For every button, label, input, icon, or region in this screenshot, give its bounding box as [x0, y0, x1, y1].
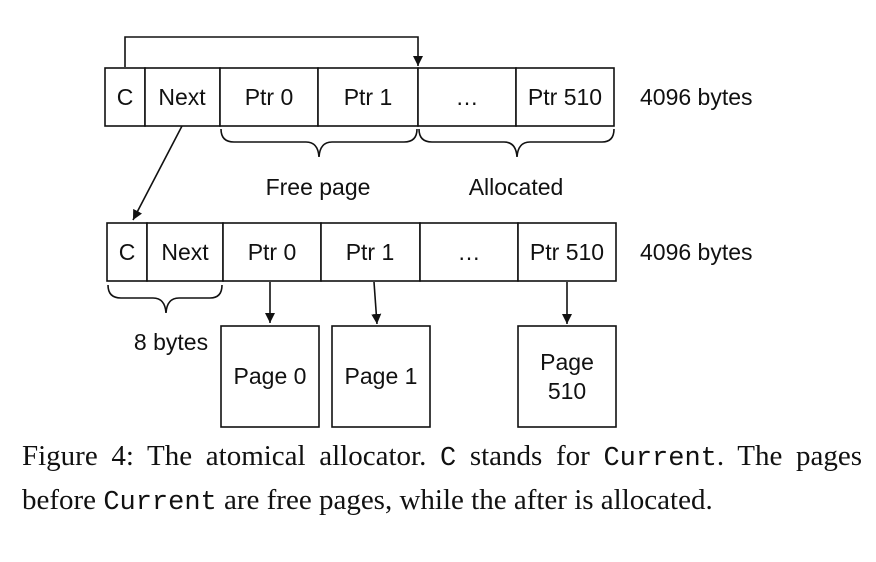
cell-label: Ptr 1	[344, 84, 393, 110]
page-row-1: C Next Ptr 0 Ptr 1 … Ptr 510 4096 bytes	[104, 67, 753, 127]
cell-label: Ptr 0	[245, 84, 294, 110]
cell-current	[104, 67, 146, 127]
cell-ptr-0	[222, 222, 322, 282]
caption-text: stands for	[456, 440, 604, 472]
caption-text: are free pages, while the after is alloc…	[216, 484, 713, 516]
allocator-diagram: C Next Ptr 0 Ptr 1 … Ptr 510 4096 bytes …	[104, 36, 753, 428]
cell-ptr-510	[515, 67, 615, 127]
free-page-brace	[220, 128, 418, 158]
page-size-label: 4096 bytes	[640, 84, 753, 110]
figure-caption: Figure 4: The atomical allocator. C stan…	[22, 436, 862, 524]
caption-text: Figure 4: The atomical allocator.	[22, 440, 440, 472]
caption-code-current: Current	[603, 444, 717, 474]
page-510-label-line-2: 510	[548, 378, 586, 404]
caption-text: . The pages before	[22, 440, 862, 516]
cell-ptr-510	[517, 222, 617, 282]
cell-label: …	[456, 84, 479, 110]
page-0-box	[220, 325, 320, 428]
allocated-brace	[418, 128, 615, 158]
page-510-label-line-1: Page	[540, 349, 594, 375]
current-pointer-arrow	[124, 36, 423, 67]
caption-code-current: Current	[103, 488, 217, 518]
page-1-label: Page 1	[345, 363, 418, 389]
allocated-label: Allocated	[469, 174, 564, 200]
cell-ellipsis	[417, 67, 517, 127]
page-row-2: C Next Ptr 0 Ptr 1 … Ptr 510 4096 bytes	[106, 222, 753, 282]
page-510-box	[517, 325, 617, 428]
page-1-box	[331, 325, 431, 428]
cell-label: Ptr 510	[530, 239, 604, 265]
cell-label: C	[119, 239, 136, 265]
cell-label: Ptr 510	[528, 84, 602, 110]
cell-next	[144, 67, 221, 127]
cell-label: Ptr 0	[248, 239, 297, 265]
free-page-label: Free page	[266, 174, 371, 200]
page-size-label: 4096 bytes	[640, 239, 753, 265]
cell-label: …	[458, 239, 481, 265]
cell-current	[106, 222, 148, 282]
page-0-label: Page 0	[234, 363, 307, 389]
header-size-label: 8 bytes	[134, 329, 208, 355]
header-size-brace	[107, 284, 223, 314]
cell-label: Next	[161, 239, 209, 265]
caption-code-c: C	[439, 444, 457, 474]
next-pointer-arrow	[132, 125, 183, 221]
cell-label: Ptr 1	[346, 239, 395, 265]
cell-ptr-1	[320, 222, 421, 282]
cell-next	[146, 222, 224, 282]
cell-label: C	[117, 84, 134, 110]
ptr-1-arrow	[371, 281, 382, 325]
cell-label: Next	[158, 84, 206, 110]
cell-ptr-0	[219, 67, 319, 127]
